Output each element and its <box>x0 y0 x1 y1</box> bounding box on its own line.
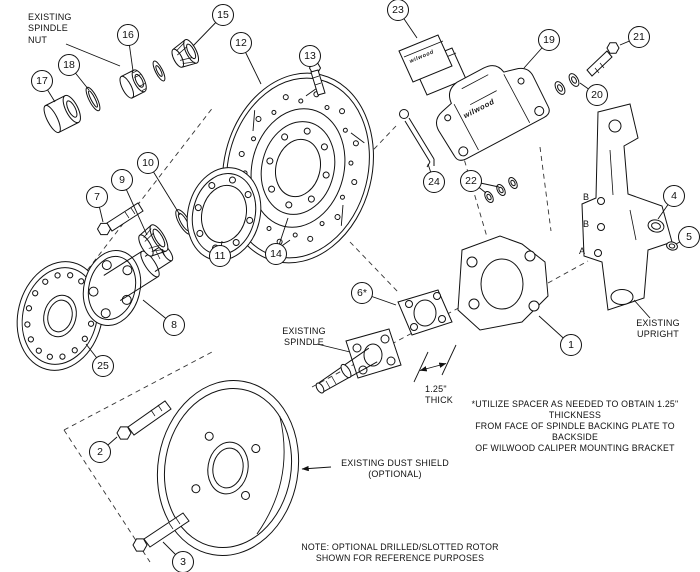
callout-21: 21 <box>628 26 650 48</box>
drive-flange-drawing <box>16 261 104 371</box>
callout-5: 5 <box>678 226 700 248</box>
callout-16: 16 <box>117 24 139 46</box>
callout-14: 14 <box>265 243 287 265</box>
dust-shield-drawing <box>156 379 300 557</box>
callout-25: 25 <box>92 355 114 377</box>
rotor-adapter-drawing <box>186 167 262 261</box>
callout-18: 18 <box>58 54 80 76</box>
label-existing-upright: EXISTING UPRIGHT <box>636 318 680 340</box>
cotter-pin-drawing <box>399 109 435 168</box>
caliper-bolt-drawing <box>554 42 620 95</box>
shield-bolts-drawing <box>116 400 190 552</box>
hub-drawing <box>82 244 174 326</box>
inner-bearing-drawing <box>138 224 169 257</box>
note-spacer-usage: *UTILIZE SPACER AS NEEDED TO OBTAIN 1.25… <box>471 399 679 453</box>
callout-11: 11 <box>209 245 231 267</box>
callout-1: 1 <box>560 334 582 356</box>
callout-23: 23 <box>387 0 409 21</box>
callout-9: 9 <box>111 169 133 191</box>
label-existing-dust-shield: EXISTING DUST SHIELD (OPTIONAL) <box>341 458 449 480</box>
callout-24: 24 <box>423 171 445 193</box>
caliper-bracket-drawing <box>457 235 549 331</box>
label-existing-spindle-nut: EXISTING SPINDLE NUT <box>28 12 72 45</box>
upright-drawing <box>581 103 673 311</box>
label-leader-lines <box>65 43 651 472</box>
callout-12: 12 <box>230 32 252 54</box>
callout-10: 10 <box>137 152 159 174</box>
upright-nut-washer-drawing <box>647 219 678 251</box>
spindle-drawing <box>315 328 402 394</box>
callout-15: 15 <box>212 4 234 26</box>
callout-3: 3 <box>172 551 194 572</box>
upright-mount-point-A: A <box>578 246 586 256</box>
callout-17: 17 <box>31 70 53 92</box>
callout-7: 7 <box>86 186 108 208</box>
label-thickness-dimension: 1.25" THICK <box>425 384 453 406</box>
callout-6: 6* <box>351 282 373 304</box>
mount-hardware-drawing <box>484 177 518 203</box>
callout-19: 19 <box>538 29 560 51</box>
callout-8: 8 <box>163 314 185 336</box>
upright-mount-point-B: B <box>582 219 590 229</box>
callout-4: 4 <box>663 185 685 207</box>
note-optional-rotor: NOTE: OPTIONAL DRILLED/SLOTTED ROTOR SHO… <box>301 542 499 563</box>
callout-2: 2 <box>89 441 111 463</box>
hub-bolt-drawing <box>96 202 144 236</box>
callout-22: 22 <box>460 170 482 192</box>
upright-mount-point-B: B <box>582 192 590 202</box>
thickness-dimension <box>413 344 457 383</box>
callout-20: 20 <box>586 84 608 106</box>
label-existing-spindle: EXISTING SPINDLE <box>282 326 326 348</box>
spindle-nut-group-drawing <box>43 39 200 134</box>
callout-13: 13 <box>299 45 321 67</box>
caliper-drawing <box>435 65 550 161</box>
brake-pads-drawing <box>398 34 467 96</box>
spacer-drawing <box>397 289 453 336</box>
